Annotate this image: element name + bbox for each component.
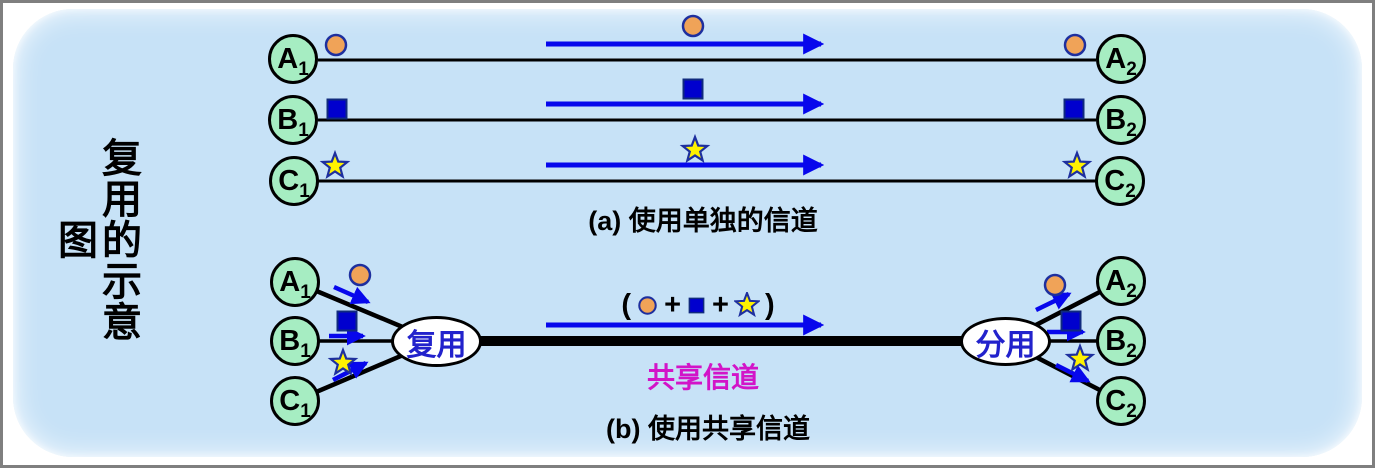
square-symbol-icon bbox=[1063, 98, 1085, 120]
demux-oval: 分用 bbox=[960, 317, 1051, 366]
shared-channel-label: 共享信道 bbox=[646, 362, 759, 393]
mux-arrow-a bbox=[333, 284, 371, 305]
circle-symbol-icon bbox=[681, 14, 705, 38]
star-symbol-icon bbox=[1063, 151, 1091, 178]
plus-sign: + bbox=[712, 288, 729, 321]
circle-symbol-icon bbox=[324, 33, 348, 57]
square-symbol-icon bbox=[1060, 310, 1082, 332]
caption-a: (a) 使用单独的信道 bbox=[588, 206, 818, 236]
diagram-graphics bbox=[294, 14, 1123, 404]
combined-open-paren: ( bbox=[621, 288, 632, 321]
square-symbol-icon bbox=[682, 78, 704, 100]
square-symbol-icon bbox=[336, 310, 358, 332]
square-symbol-icon bbox=[326, 98, 348, 120]
mux-oval: 复用 bbox=[391, 316, 482, 367]
diagram-title: 复用的示意图 bbox=[52, 137, 140, 342]
demux-arrow-c bbox=[1054, 362, 1091, 384]
star-symbol-icon bbox=[321, 151, 349, 178]
star-symbol-icon bbox=[1066, 344, 1094, 371]
square-symbol-icon bbox=[688, 297, 705, 313]
circle-symbol-icon bbox=[1043, 273, 1067, 297]
plus-sign: + bbox=[664, 288, 681, 321]
combined-close-paren: ) bbox=[764, 288, 775, 321]
caption-b: (b) 使用共享信道 bbox=[606, 414, 810, 444]
star-symbol-icon bbox=[733, 292, 760, 318]
circle-symbol-icon bbox=[348, 263, 372, 287]
star-symbol-icon bbox=[681, 135, 709, 162]
circle-symbol-icon bbox=[638, 295, 657, 315]
demux-arrow-a bbox=[1035, 291, 1072, 313]
circle-symbol-icon bbox=[1063, 33, 1087, 57]
combined-signal-label: ( + + ) bbox=[588, 288, 808, 321]
